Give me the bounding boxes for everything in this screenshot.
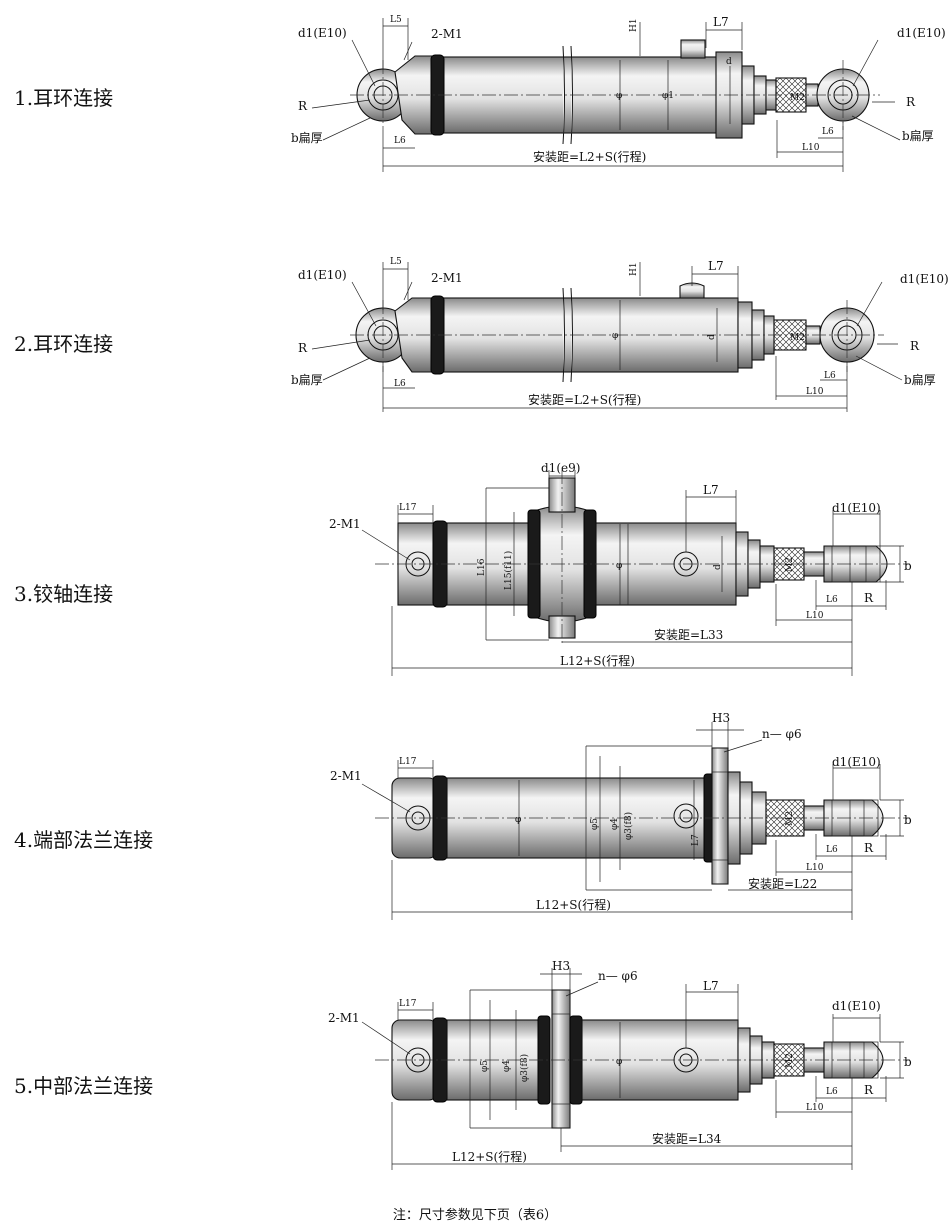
- label-d1-e10-left-2: d1(E10): [298, 268, 347, 282]
- label-phi4-4: φ4: [610, 818, 620, 830]
- label-d1-e9: d1(e9): [541, 461, 580, 475]
- label-l6-right-2: L6: [824, 371, 836, 381]
- label-d1-e10-right: d1(E10): [897, 26, 946, 40]
- label-install-l2s-2: 安装距=L2+S(行程): [528, 392, 641, 407]
- label-b-flat-right-2: b扁厚: [904, 373, 936, 387]
- label-l7-3: L7: [703, 483, 719, 497]
- diagram-row-3: d1(e9) L17 2-M1 L16 L15(f11) φ L7 d M2 d…: [329, 461, 912, 676]
- label-b-5: b: [904, 1055, 912, 1069]
- label-l10-3: L10: [806, 611, 824, 621]
- label-r-right: R: [906, 95, 916, 109]
- row-title-2: 2.耳环连接: [14, 332, 114, 356]
- label-h1-2: H1: [629, 262, 639, 276]
- label-phi: φ: [616, 91, 622, 101]
- diagram-row-2: d1(E10) R b扁厚 L5 2-M1 L6 H1 L7 φ d M2 L6…: [291, 257, 949, 412]
- label-d-2: d: [707, 334, 717, 340]
- label-l10-5: L10: [806, 1103, 824, 1113]
- label-l7-5: L7: [703, 979, 719, 993]
- label-m2-2: M2: [790, 333, 805, 343]
- label-h3-4: H3: [712, 711, 730, 725]
- diagram-row-1: d1(E10) R b扁厚 L5 2-M1 L6 H1 L7 φ φ1 d M2…: [291, 15, 946, 172]
- label-install-l2s: 安装距=L2+S(行程): [533, 149, 646, 164]
- label-2-m1-2: 2-M1: [431, 271, 463, 285]
- label-phi-5: φ: [616, 1057, 622, 1067]
- label-install-l22: 安装距=L22: [748, 876, 817, 891]
- label-l6-3: L6: [826, 595, 838, 605]
- label-2-m1: 2-M1: [431, 27, 463, 41]
- label-l17-4: L17: [399, 757, 417, 767]
- label-r-4: R: [864, 841, 874, 855]
- label-l10-4: L10: [806, 863, 824, 873]
- label-m2-5: M2: [785, 1053, 795, 1068]
- diagram-row-5: H3 n— φ6 L17 2-M1 φ5 φ4 φ3(f8) φ L7 M2 d…: [328, 959, 912, 1170]
- label-r-left: R: [298, 99, 308, 113]
- label-l6-left: L6: [394, 136, 406, 146]
- label-phi-2: φ: [612, 331, 618, 341]
- label-phi-3: φ: [616, 561, 622, 571]
- label-l7: L7: [713, 15, 729, 29]
- label-d1-e10-4: d1(E10): [832, 755, 881, 769]
- label-l12-s-5: L12+S(行程): [452, 1149, 527, 1164]
- label-r-5: R: [864, 1083, 874, 1097]
- label-2-m1-5: 2-M1: [328, 1011, 360, 1025]
- label-phi4-5: φ4: [502, 1060, 512, 1072]
- label-install-l33: 安装距=L33: [654, 627, 723, 642]
- label-l7-2: L7: [708, 259, 724, 273]
- label-2-m1-4: 2-M1: [330, 769, 362, 783]
- label-r-right-2: R: [910, 339, 920, 353]
- label-h1: H1: [629, 18, 639, 32]
- label-l5-2: L5: [390, 257, 402, 267]
- label-b-flat-right: b扁厚: [902, 129, 934, 143]
- label-install-l34: 安装距=L34: [652, 1131, 722, 1146]
- label-l17-5: L17: [399, 999, 417, 1009]
- label-h3-5: H3: [552, 959, 570, 973]
- label-m2: M2: [790, 93, 805, 103]
- label-r-3: R: [864, 591, 874, 605]
- label-n-phi6-4: n— φ6: [762, 727, 802, 741]
- label-b-3: b: [904, 559, 912, 573]
- label-d1-e10-5: d1(E10): [832, 999, 881, 1013]
- row-title-1: 1.耳环连接: [14, 86, 114, 110]
- label-phi5-4: φ5: [590, 818, 600, 830]
- label-l5: L5: [390, 15, 402, 25]
- label-l6-5: L6: [826, 1087, 838, 1097]
- label-d-3: d: [713, 564, 723, 570]
- label-l12-s-4: L12+S(行程): [536, 897, 611, 912]
- label-r-left-2: R: [298, 341, 308, 355]
- label-l12-s-3: L12+S(行程): [560, 653, 635, 668]
- label-l15-f11: L15(f11): [503, 551, 514, 590]
- label-d1-e10-right-2: d1(E10): [900, 272, 949, 286]
- label-l6-4: L6: [826, 845, 838, 855]
- label-phi3-f8-5: φ3(f8): [519, 1054, 530, 1082]
- label-l17-3: L17: [399, 503, 417, 513]
- label-phi-4: φ: [515, 815, 521, 825]
- label-b-flat-left-2: b扁厚: [291, 373, 323, 387]
- label-l16: L16: [477, 558, 487, 576]
- footnote: 注：尺寸参数见下页（表6）: [392, 1208, 558, 1223]
- diagram-row-4: H3 n— φ6 L17 2-M1 φ φ5 φ4 φ3(f8) L7 M2 d…: [330, 711, 912, 920]
- label-b-4: b: [904, 813, 912, 827]
- label-d1-e10-3: d1(E10): [832, 501, 881, 515]
- label-n-phi6-5: n— φ6: [598, 969, 638, 983]
- label-m2-3: M2: [785, 557, 795, 572]
- label-d: d: [726, 57, 732, 67]
- label-l6-right: L6: [822, 127, 834, 137]
- label-l7-4: L7: [691, 834, 701, 846]
- label-phi1: φ1: [662, 91, 674, 101]
- label-phi5-5: φ5: [480, 1060, 490, 1072]
- label-l6-left-2: L6: [394, 379, 406, 389]
- label-2-m1-3: 2-M1: [329, 517, 361, 531]
- label-phi3-f8-4: φ3(f8): [623, 812, 634, 840]
- label-l10: L10: [802, 143, 820, 153]
- label-l10-2: L10: [806, 387, 824, 397]
- label-m2-4: M2: [785, 811, 795, 826]
- row-title-5: 5.中部法兰连接: [14, 1074, 154, 1098]
- label-b-flat-left: b扁厚: [291, 131, 323, 145]
- row-title-3: 3.铰轴连接: [14, 582, 114, 606]
- row-title-4: 4.端部法兰连接: [14, 828, 154, 852]
- label-d1-e10-left: d1(E10): [298, 26, 347, 40]
